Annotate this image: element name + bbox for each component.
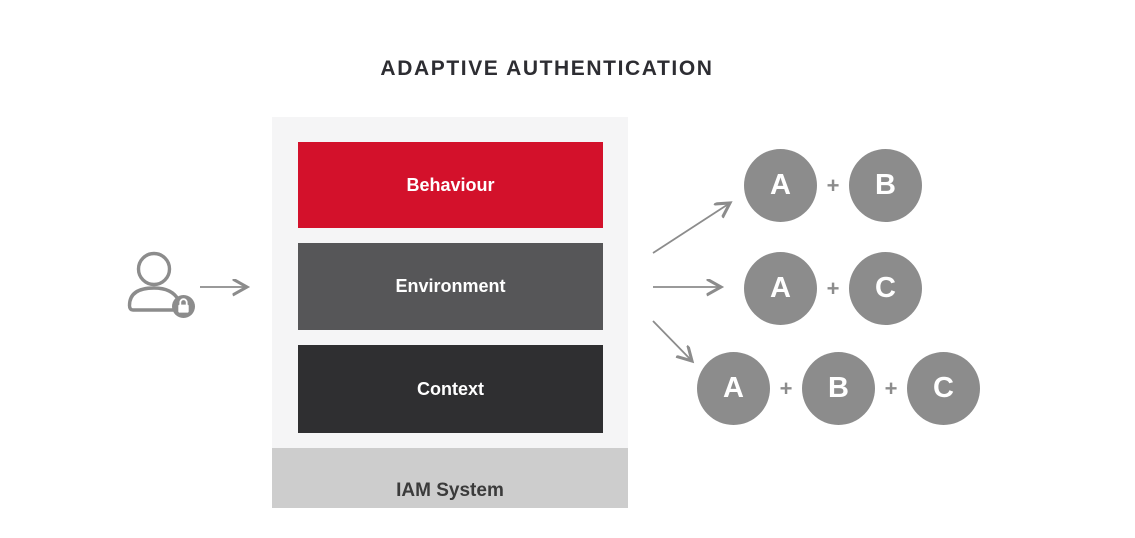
plus-sign: +: [826, 275, 840, 301]
iam-system-band: IAM System: [272, 448, 628, 508]
fanout-arrows: [640, 192, 752, 378]
circle-b: B: [802, 352, 875, 425]
combination-row-ab: A + B: [744, 149, 922, 222]
circle-c: C: [849, 252, 922, 325]
layer-context: Context: [298, 345, 603, 433]
combination-row-abc: A + B + C: [697, 352, 980, 425]
page-title: ADAPTIVE AUTHENTICATION: [380, 57, 714, 80]
arrow-right-icon: [198, 276, 256, 298]
plus-sign: +: [779, 375, 793, 401]
plus-sign: +: [884, 375, 898, 401]
arrow-down-right-icon: [652, 320, 692, 361]
layer-environment: Environment: [298, 243, 603, 330]
combination-row-ac: A + C: [744, 252, 922, 325]
stack-panel: Behaviour Environment Context: [272, 117, 628, 448]
layer-context-label: Context: [417, 378, 484, 399]
user-lock-icon: [126, 248, 202, 322]
circle-a: A: [744, 252, 817, 325]
circle-c: C: [907, 352, 980, 425]
plus-sign: +: [826, 172, 840, 198]
arrow-up-right-icon: [652, 203, 730, 254]
layer-environment-label: Environment: [395, 276, 506, 296]
layer-behaviour-label: Behaviour: [406, 174, 495, 195]
circle-a: A: [744, 149, 817, 222]
circle-b: B: [849, 149, 922, 222]
iam-system-label: IAM System: [396, 480, 504, 501]
layer-behaviour: Behaviour: [298, 142, 603, 228]
circle-a: A: [697, 352, 770, 425]
